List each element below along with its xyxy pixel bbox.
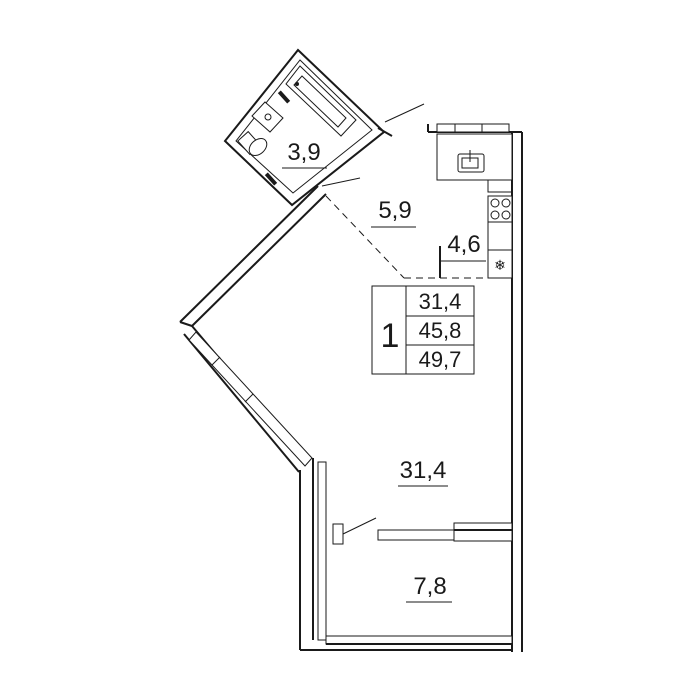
hallway-boundary [325,195,405,279]
window-loggia [325,635,513,645]
svg-text:❄: ❄ [494,258,506,274]
kitchen: ❄ [436,133,513,279]
room-count-label: 1 [381,317,400,355]
hallway-area-label: 5,9 [378,197,411,224]
leader-line [342,517,377,535]
window-living-left [317,461,327,641]
kitchen-area-label: 4,6 [447,231,480,258]
toilet-icon [237,130,268,156]
total-with-loggia-value: 49,7 [419,347,462,372]
leader-line [384,103,425,123]
window-kitchen [436,123,510,133]
bathtub-icon [285,65,357,137]
outer-walls [179,123,523,652]
living-area-value: 31,4 [419,289,462,314]
bathroom-area-label: 3,9 [287,139,320,166]
sink-icon [457,150,485,173]
summary-box: 1 31,4 45,8 49,7 [371,285,475,375]
total-area-value: 45,8 [419,318,462,343]
leader-line [321,177,361,187]
snowflake-icon: ❄ [487,249,513,279]
sink-icon [251,101,284,133]
living-area-label: 31,4 [400,457,447,484]
stove-icon [487,195,513,223]
loggia-wall-stub [332,523,344,545]
bathroom [223,48,393,207]
window-living-diagonal [188,331,313,467]
loggia-area-label: 7,8 [413,573,446,600]
loggia-door [377,529,459,541]
